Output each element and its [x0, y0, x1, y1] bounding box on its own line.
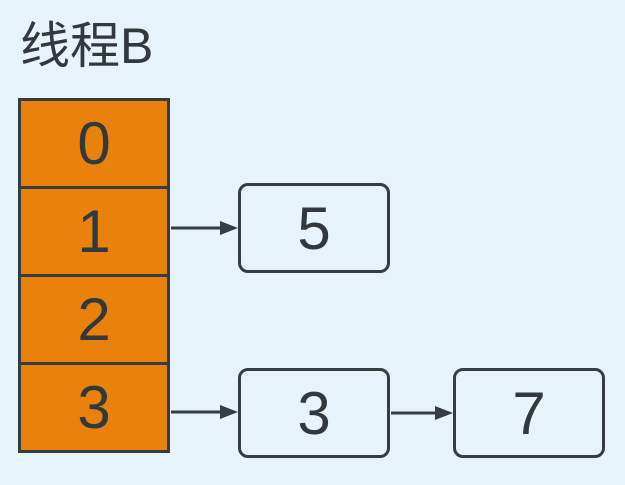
array-cell-1: 1: [21, 186, 167, 274]
bucket-array: 0 1 2 3: [18, 98, 170, 453]
node-5: 5: [238, 183, 390, 273]
diagram-title: 线程B: [20, 18, 154, 74]
node-7: 7: [453, 368, 605, 458]
array-cell-3: 3: [21, 362, 167, 450]
array-cell-0: 0: [21, 101, 167, 186]
array-cell-2: 2: [21, 274, 167, 362]
node-3: 3: [238, 368, 390, 458]
